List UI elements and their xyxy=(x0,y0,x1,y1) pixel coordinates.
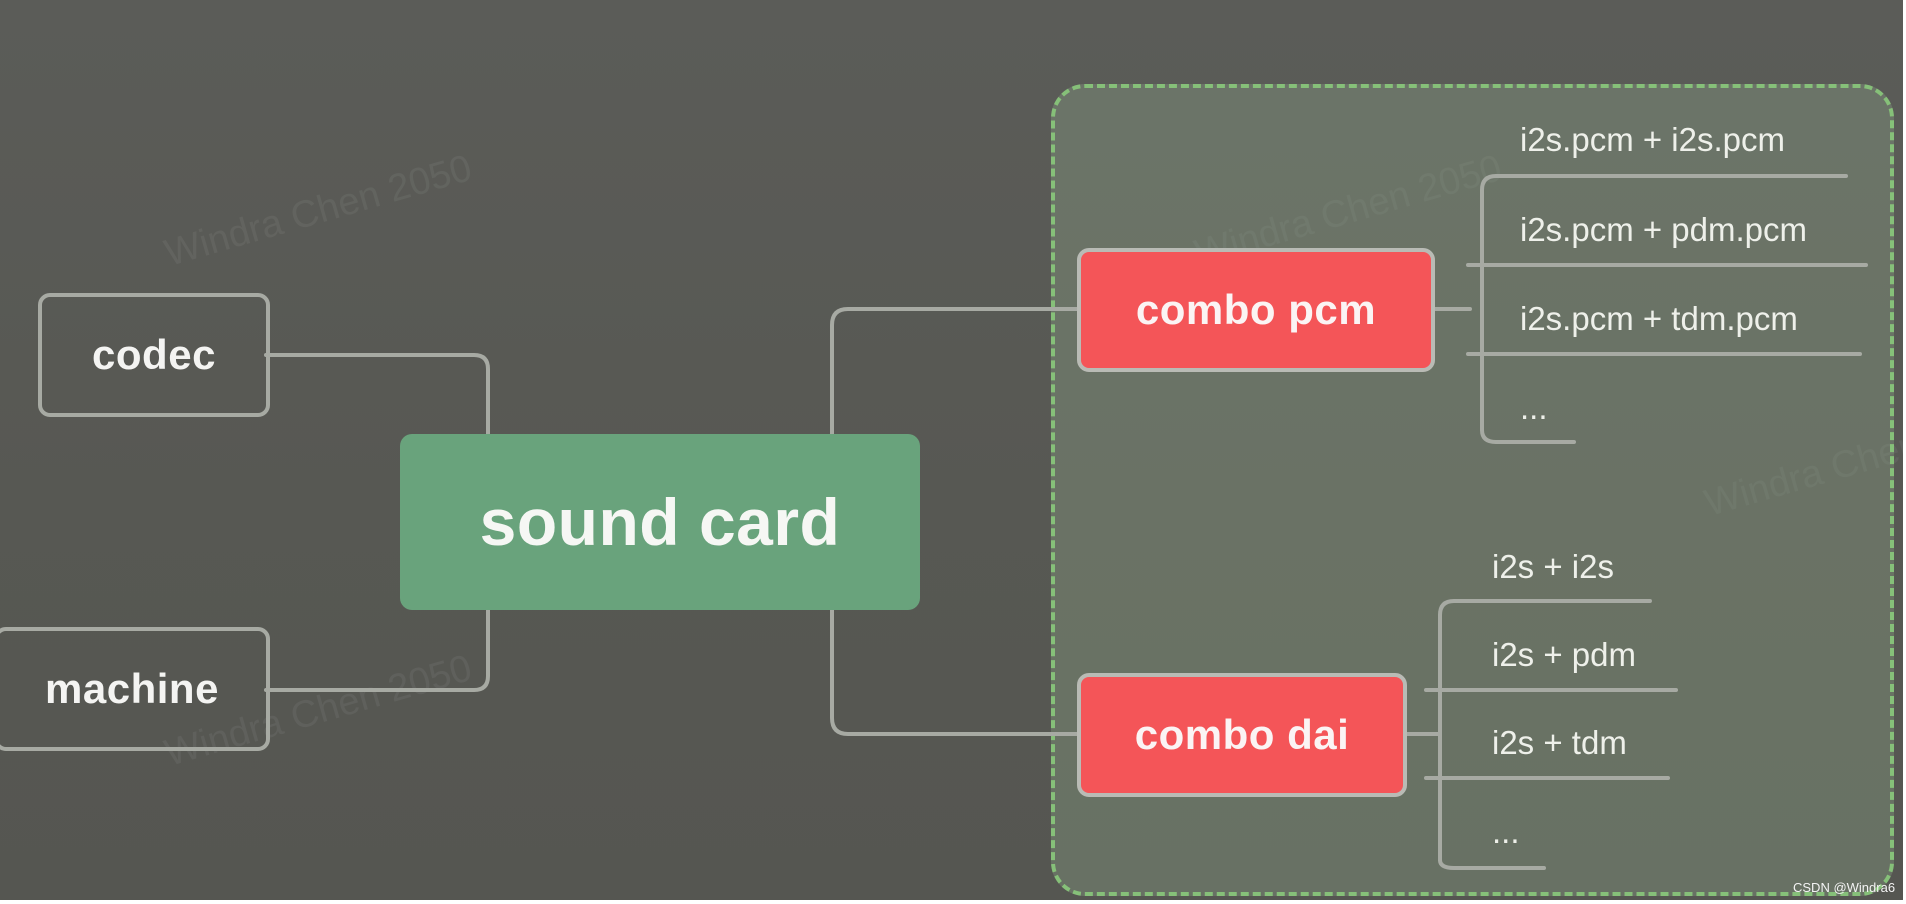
pcm-leaf-4: ... xyxy=(1520,389,1548,426)
dai-branch-1 xyxy=(1438,599,1652,617)
bottom-edge-strip xyxy=(0,900,1906,904)
dai-branch-4 xyxy=(1438,858,1546,870)
machine-node[interactable]: machine xyxy=(0,627,270,751)
pcm-branch-4 xyxy=(1480,428,1576,444)
combo-dai-node[interactable]: combo dai xyxy=(1077,673,1407,797)
combo-pcm-node[interactable]: combo pcm xyxy=(1077,248,1435,372)
pcm-leaf-2: i2s.pcm + pdm.pcm xyxy=(1520,211,1808,248)
dai-leaf-3: i2s + tdm xyxy=(1492,724,1627,761)
sound-card-root-node[interactable]: sound card xyxy=(400,434,920,610)
csdn-credit: CSDN @Windra6 xyxy=(1793,880,1896,895)
pcm-leaf-1: i2s.pcm + i2s.pcm xyxy=(1520,121,1785,158)
pcm-leaf-3: i2s.pcm + tdm.pcm xyxy=(1520,300,1798,337)
dai-leaf-2: i2s + pdm xyxy=(1492,636,1636,673)
codec-node[interactable]: codec xyxy=(38,293,270,417)
link-root-combo-pcm xyxy=(830,307,1082,438)
link-codec-root xyxy=(264,353,490,438)
right-edge-strip xyxy=(1903,0,1906,904)
link-root-combo-dai xyxy=(830,606,1082,736)
dai-leaf-4: ... xyxy=(1492,813,1520,850)
link-machine-root xyxy=(264,606,490,692)
pcm-branch-1 xyxy=(1480,174,1848,192)
dai-leaf-1: i2s + i2s xyxy=(1492,548,1614,585)
